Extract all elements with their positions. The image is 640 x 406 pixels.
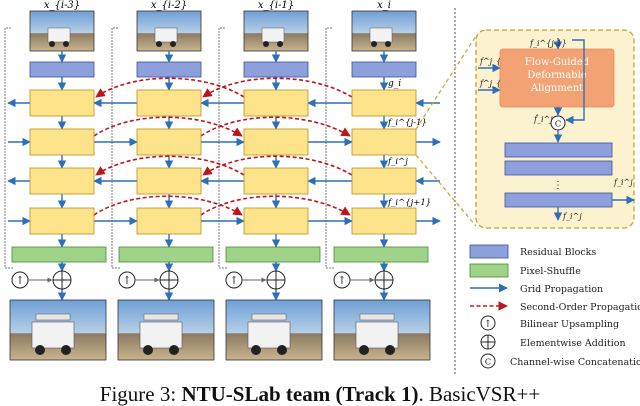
upsample-add-nodes: ↑ ↑ ↑ ↑	[11, 270, 394, 290]
legend-grid: Grid Propagation	[470, 283, 603, 295]
label-x-i: x_i	[377, 0, 391, 11]
legend-elementwise: Elementwise Addition	[480, 334, 626, 350]
add-node	[266, 270, 286, 290]
propagation-blocks	[29, 89, 417, 235]
label-x-i-minus-3: x_{i-3}	[44, 0, 80, 11]
legend-channel-concat: C Channel-wise Concatenation	[480, 353, 640, 369]
input-frames	[29, 10, 417, 52]
label-f-i-j: f_i^j	[387, 157, 408, 167]
upsample-node: ↑	[333, 271, 351, 289]
svg-text:↑: ↑	[122, 274, 131, 287]
top-residual-blocks	[29, 61, 417, 78]
output-frame-2	[225, 299, 323, 361]
pixel-shuffle-blocks	[11, 246, 429, 263]
svg-text:↑: ↑	[229, 274, 238, 287]
residual-block	[351, 61, 417, 78]
figure-caption: Figure 3: NTU-SLab team (Track 1). Basic…	[0, 382, 640, 406]
output-frame-1	[117, 299, 215, 361]
svg-text:Pixel-Shuffle: Pixel-Shuffle	[520, 266, 581, 277]
zoom-lines	[415, 35, 477, 227]
svg-text:Residual Blocks: Residual Blocks	[520, 247, 596, 258]
legend-residual: Residual Blocks	[469, 244, 596, 259]
svg-text:Grid Propagation: Grid Propagation	[520, 284, 603, 295]
input-frame-1	[136, 10, 202, 52]
grid-propagation-arrows	[7, 98, 441, 226]
label-f-i-j-plus-1: f_i^{j+1}	[387, 198, 431, 208]
svg-text:C: C	[555, 120, 562, 130]
residual-block	[136, 61, 202, 78]
label-f-out-right: f_i^j	[613, 178, 633, 187]
add-node	[52, 270, 72, 290]
caption-prefix: Figure 3:	[99, 382, 182, 406]
input-frame-2	[243, 10, 309, 52]
svg-text:Second-Order Propagation: Second-Order Propagation	[520, 302, 640, 313]
legend-pixel-shuffle: Pixel-Shuffle	[469, 263, 581, 278]
output-frame-0	[9, 299, 107, 361]
residual-block	[504, 142, 613, 158]
upsample-node: ↑	[11, 271, 29, 289]
label-f-i-minus-2: f^j_{i-2}	[479, 57, 517, 66]
residual-block	[504, 192, 613, 208]
legend-bilinear: ↑ Bilinear Upsampling	[480, 315, 619, 331]
label-x-i-minus-1: x_{i-1}	[258, 0, 294, 11]
label-hat-f: f̂_i^j	[533, 115, 553, 124]
svg-text:Bilinear Upsampling: Bilinear Upsampling	[520, 319, 619, 330]
label-g-i: g_i	[388, 79, 401, 89]
basicvsr-architecture-diagram: x_{i-3} x_{i-2} x_{i-1} x_i	[4, 0, 640, 374]
svg-text:Elementwise Addition: Elementwise Addition	[520, 338, 626, 349]
label-f-i-j-minus-1: f_i^{j-1}	[387, 118, 427, 128]
svg-text:Channel-wise Concatenation: Channel-wise Concatenation	[510, 357, 640, 368]
svg-text:↑: ↑	[337, 274, 346, 287]
upsample-node: ↑	[118, 271, 136, 289]
legend-second-order: Second-Order Propagation	[470, 301, 640, 313]
residual-block	[243, 61, 309, 78]
output-frame-3	[333, 299, 431, 361]
concat-node: C	[550, 115, 566, 131]
caption-suffix: . BasicVSR++	[418, 382, 541, 406]
label-f-i-minus-1: f^j_{i-1}	[479, 79, 517, 88]
label-f-top: f_i^{j-1}	[529, 39, 567, 48]
legend: Residual Blocks Pixel-Shuffle Grid Propa…	[469, 244, 640, 369]
add-node	[159, 270, 179, 290]
second-order-arrows	[93, 77, 353, 216]
label-x-i-minus-2: x_{i-2}	[151, 0, 187, 11]
svg-text:C: C	[485, 358, 492, 368]
module-title: Flow-Guided Deformable Alignment	[524, 57, 590, 94]
input-frame-0	[29, 10, 95, 52]
input-frame-3	[351, 10, 417, 52]
caption-team: NTU-SLab team (Track 1)	[181, 382, 419, 406]
svg-text:↑: ↑	[484, 319, 492, 330]
residual-block	[29, 61, 95, 78]
upsample-node: ↑	[225, 271, 243, 289]
add-node	[374, 270, 394, 290]
ellipsis: ⋮	[553, 180, 563, 191]
vertical-flows	[57, 51, 389, 301]
detail-panel: f^j_{i-2} f^j_{i-1} f_i^{j-1} Flow-Guide…	[475, 29, 635, 229]
output-frames	[9, 299, 431, 361]
skip-connections	[4, 27, 334, 269]
flow-guided-alignment-module	[499, 48, 615, 108]
label-f-out-bottom: f_i^j	[562, 212, 582, 221]
svg-text:↑: ↑	[15, 274, 24, 287]
residual-block	[504, 160, 613, 176]
